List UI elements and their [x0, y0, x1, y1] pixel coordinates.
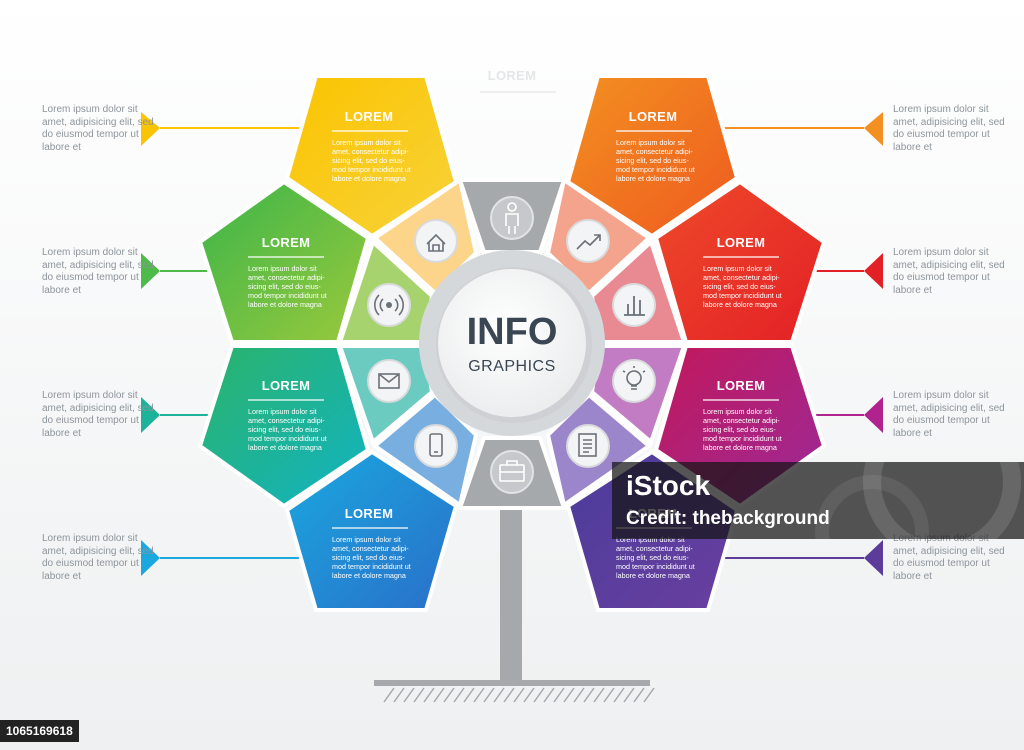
side-text-yellow: Lorem ipsum dolor sit amet, adipisicing … [42, 104, 154, 153]
hatch-line [613, 687, 625, 703]
center-subtitle: GRAPHICS [468, 358, 556, 375]
watermark-brand: iStock [626, 470, 711, 501]
panel-title-blue: LOREM [345, 506, 393, 521]
panel-title-green: LOREM [262, 235, 310, 250]
hatch-line [543, 687, 555, 703]
hatch-line [403, 687, 415, 703]
growth-arrow-icon [566, 219, 610, 263]
center-face [438, 269, 586, 417]
panel-title-yellow: LOREM [345, 109, 393, 124]
stand-pole [500, 500, 522, 686]
hatch-line [413, 687, 425, 703]
envelope-icon [367, 359, 411, 403]
side-text-blue: Lorem ipsum dolor sit amet, adipisicing … [42, 533, 154, 582]
hatch-line [463, 687, 475, 703]
panel-body-purple: Lorem ipsum dolor sit amet, consectetur … [616, 535, 695, 580]
person-icon [490, 196, 534, 240]
panel-body-blue: Lorem ipsum dolor sit amet, consectetur … [332, 535, 411, 580]
panel-green [197, 179, 371, 344]
arrow-marker-orange [864, 112, 883, 146]
panel-teal [197, 344, 371, 509]
side-text-green: Lorem ipsum dolor sit amet, adipisicing … [42, 247, 154, 296]
side-text-purple: Lorem ipsum dolor sit amet, adipisicing … [893, 533, 1005, 582]
hatch-line [553, 687, 565, 703]
hatch-line [503, 687, 515, 703]
arrow-marker-purple [864, 540, 883, 576]
hatch-line [423, 687, 435, 703]
hatch-line [573, 687, 585, 703]
panel-title-magenta: LOREM [717, 378, 765, 393]
briefcase-icon [490, 450, 534, 494]
panel-body-magenta: Lorem ipsum dolor sit amet, consectetur … [703, 407, 782, 452]
hatch-line [493, 687, 505, 703]
hatch-line [533, 687, 545, 703]
home-icon [414, 219, 458, 263]
hatch-line [443, 687, 455, 703]
panel-title-red: LOREM [717, 235, 765, 250]
stand-hatching [383, 687, 655, 703]
arrow-marker-red [864, 253, 883, 289]
panel-orange [565, 74, 740, 239]
side-text-red: Lorem ipsum dolor sit amet, adipisicing … [893, 247, 1005, 296]
panel-body-orange: Lorem ipsum dolor sit amet, consectetur … [616, 138, 695, 183]
hatch-line [383, 687, 395, 703]
hatch-line [433, 687, 445, 703]
hatch-line [483, 687, 495, 703]
smartphone-icon [414, 424, 458, 468]
panel-body-red: Lorem ipsum dolor sit amet, consectetur … [703, 264, 782, 309]
panel-red [653, 179, 827, 344]
document-icon [566, 424, 610, 468]
panel-body-yellow: Lorem ipsum dolor sit amet, consectetur … [332, 138, 411, 183]
hatch-line [603, 687, 615, 703]
hatch-line [643, 687, 655, 703]
hatch-line [453, 687, 465, 703]
lightbulb-icon [612, 359, 656, 403]
hatch-line [583, 687, 595, 703]
watermark-credit: Credit: thebackground [626, 508, 830, 529]
hatch-line [393, 687, 405, 703]
arrow-marker-green [141, 253, 160, 289]
watermark-pattern [815, 462, 1021, 539]
arrow-marker-teal [141, 397, 160, 433]
panel-body-green: Lorem ipsum dolor sit amet, consectetur … [248, 264, 327, 309]
connector-lines [141, 112, 883, 576]
panel-body-teal: Lorem ipsum dolor sit amet, consectetur … [248, 407, 327, 452]
arrow-marker-yellow [141, 112, 160, 146]
center-disc: INFO GRAPHICS [419, 250, 605, 436]
ghost-panel-title: LOREM [488, 68, 536, 83]
hatch-line [623, 687, 635, 703]
panel-yellow [284, 74, 459, 239]
panel-title-orange: LOREM [629, 109, 677, 124]
icon-circles [367, 196, 656, 494]
side-text-teal: Lorem ipsum dolor sit amet, adipisicing … [42, 390, 154, 439]
hatch-line [593, 687, 605, 703]
center-title: INFO [467, 311, 558, 353]
hatch-line [523, 687, 535, 703]
hatch-line [633, 687, 645, 703]
hatch-line [513, 687, 525, 703]
side-text-magenta: Lorem ipsum dolor sit amet, adipisicing … [893, 390, 1005, 439]
stand-base [374, 680, 650, 686]
hatch-line [563, 687, 575, 703]
bar-chart-icon [612, 283, 656, 327]
watermark-banner: iStock Credit: thebackground [612, 462, 1024, 539]
hatch-line [473, 687, 485, 703]
panel-blue [284, 449, 459, 612]
arrow-marker-blue [141, 540, 160, 576]
side-text-orange: Lorem ipsum dolor sit amet, adipisicing … [893, 104, 1005, 153]
image-id-label: 1065169618 [0, 720, 79, 742]
wireless-signal-icon [367, 283, 411, 327]
arrow-marker-magenta [864, 397, 883, 433]
panel-title-teal: LOREM [262, 378, 310, 393]
stand [374, 500, 655, 703]
